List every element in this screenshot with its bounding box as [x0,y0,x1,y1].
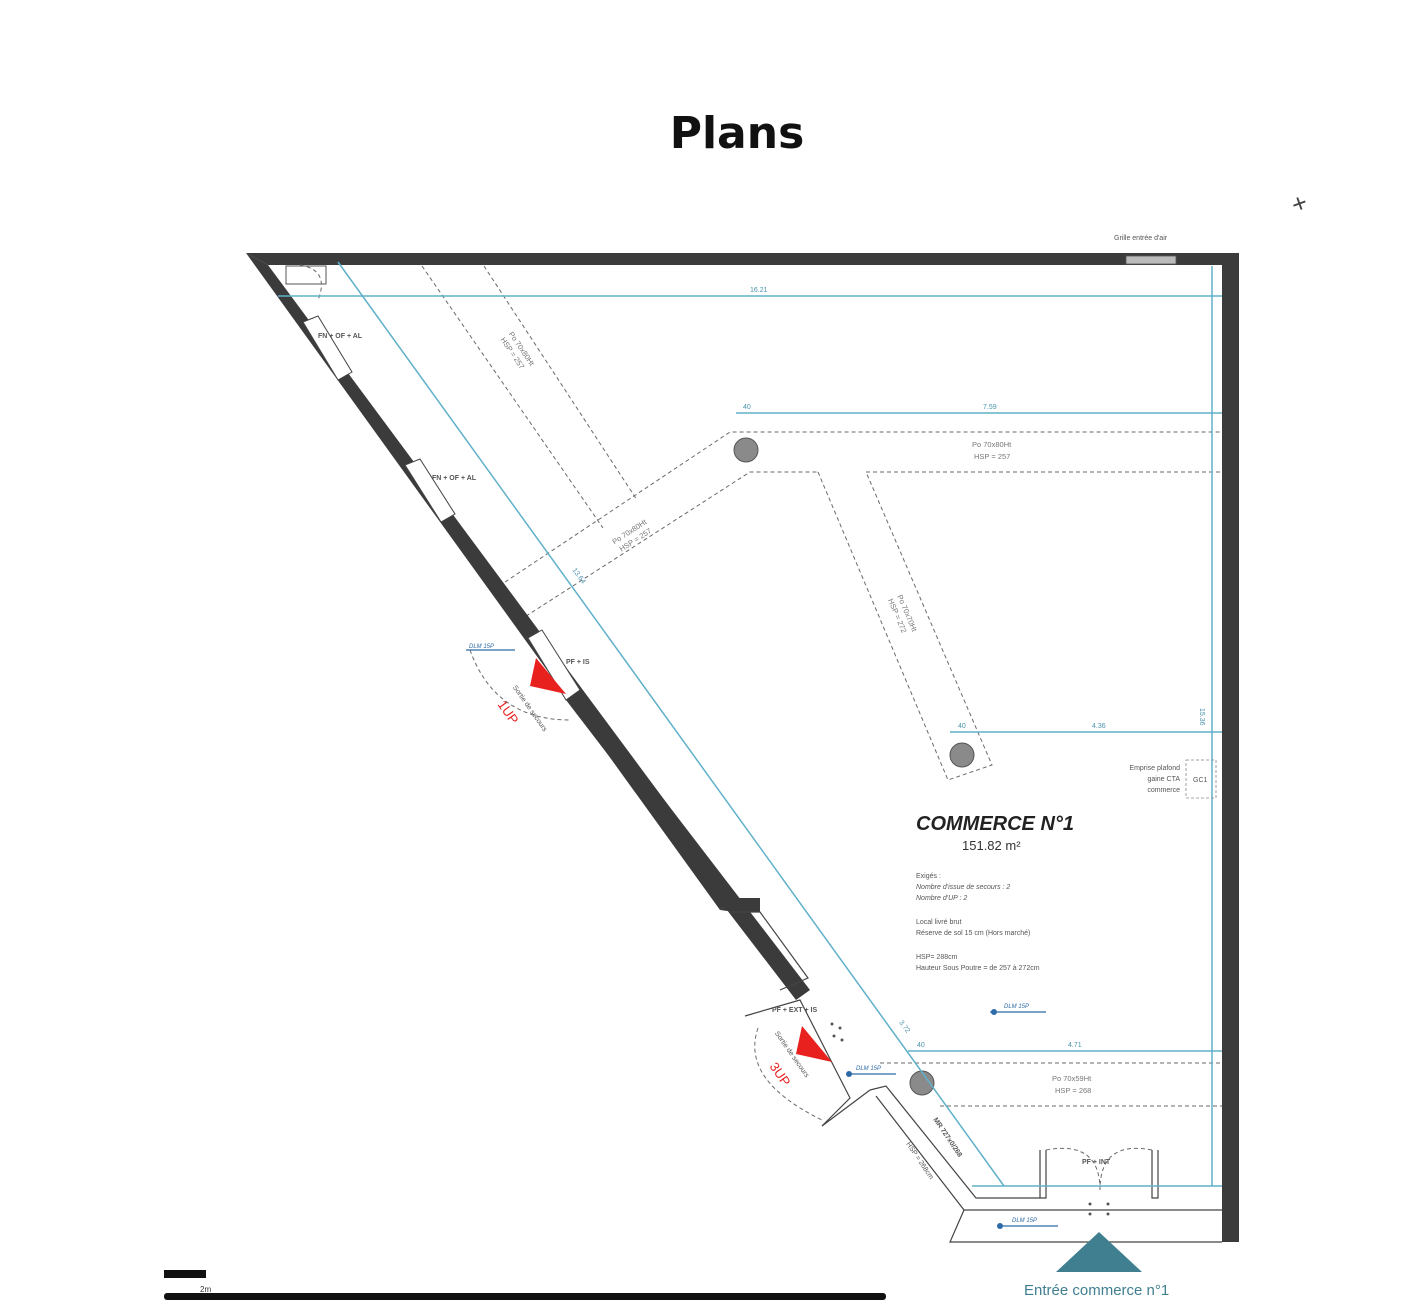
extinguisher-icon [997,1223,1003,1229]
ceiling-note: Emprise plafond gaine CTA commerce GC1 [1129,759,1217,799]
entrance-arrow-icon [1056,1232,1142,1272]
exit-1-label: PF + IS [566,659,590,666]
dimension-lines: 16.21 40 7.59 40 4.36 40 4.71 15.36 13.6… [278,261,1222,1187]
beam-2-edge-b [519,471,818,621]
dim-top: 16.21 [750,287,768,294]
exit-1-text: Sortie de secours [511,684,548,733]
walls [246,253,1239,1243]
ceiling-code: GC1 [1193,777,1208,784]
room-note-1: Exigés : [916,873,941,880]
dim-beam3-col: 40 [917,1042,925,1049]
wall-top [246,253,1239,265]
exit-arrow-icon [530,658,566,694]
svg-text:gaine CTA: gaine CTA [1147,776,1180,783]
beam-1-edge-b [483,265,638,501]
dim-beam1-len: 7.59 [983,404,997,411]
room-note-2: Nombre d'issue de secours : 2 [916,884,1010,891]
air-grille-label: Grille entrée d'air [1114,235,1168,242]
storefront-inner [875,1095,1222,1211]
window-2 [404,458,456,523]
column-2 [949,742,975,768]
page-title: Plans [669,108,805,159]
exit-1-swing [469,649,571,721]
beam-horizontal-height: HSP = 257 [974,452,1010,461]
room-note-6: HSP= 288cm [916,954,958,961]
column-1 [733,437,759,463]
exit-2-label: PF + EXT + IS [772,1007,817,1014]
dim-beam1-col: 40 [743,404,751,411]
beam-horizontal-label: Po 70x80Ht [972,440,1012,449]
beam-5-label: Po 70x59Ht [1052,1074,1092,1083]
dim-beam2-col: 40 [958,723,966,730]
fire-tag-3: DLM 15P [856,1066,881,1072]
north-arrow-icon: + [1287,187,1312,220]
wall-diagonal-mid [566,690,810,1000]
svg-text:Emprise plafond: Emprise plafond [1129,765,1180,772]
air-grille [1125,255,1177,265]
extinguisher-icon [846,1071,852,1077]
room-note-7: Hauteur Sous Poutre = de 257 à 272cm [916,965,1040,972]
recess [730,911,809,991]
dim-right: 15.36 [1198,708,1205,726]
beam-5-height: HSP = 268 [1055,1086,1091,1095]
room-block: COMMERCE N°1 151.82 m² Exigés : Nombre d… [916,813,1074,972]
fire-tag-4: DLM 15P [1012,1218,1037,1224]
page-edge [164,1293,886,1300]
scale-bar [164,1270,206,1278]
exit-1-up: 1UP [495,697,522,726]
beam-3-outline [817,471,993,781]
window-1 [302,315,353,381]
svg-text:commerce: commerce [1147,787,1180,794]
fire-tag-2: DLM 15P [1004,1004,1029,1010]
exit-arrow-icon [796,1026,832,1062]
storefront-hsp: HSP = 268cm [904,1141,934,1181]
beam-1-edge-a [421,265,604,529]
room-area: 151.82 m² [962,838,1021,853]
room-note-3: Nombre d'UP : 2 [916,895,967,902]
dim-beam2-len: 4.36 [1092,723,1106,730]
dim-diagonal-line [337,261,1005,1187]
exit-2-frame [744,999,851,1127]
beam-2-edge-a [504,431,1222,583]
front-door [1039,1147,1159,1199]
dim-diagonal-end: 3.72 [897,1019,911,1034]
room-note-4: Local livré brut [916,919,962,926]
room-name: COMMERCE N°1 [916,813,1074,835]
window-1-label: FN + OF + AL [318,333,363,340]
dim-beam3-len: 4.71 [1068,1042,1082,1049]
wall-right [1222,253,1239,1242]
dim-diagonal: 13.64 [570,567,586,585]
beam-outlines [421,265,1222,1107]
wall-bottom [949,1209,1222,1243]
extinguisher-icon [991,1009,997,1015]
corner-shaft [285,265,327,285]
exit-2-sill [821,1089,871,1127]
corner-swing [299,264,322,301]
entrance-label: Entrée commerce n°1 [1024,1282,1169,1299]
columns [733,437,975,1096]
fire-tag-1: DLM 15P [469,644,494,650]
storefront-outer [869,1085,1040,1199]
exit-2-up: 3UP [767,1059,794,1088]
front-door-label: PF + INT [1082,1159,1111,1166]
exit-2-swing [754,1027,823,1121]
room-note-5: Réserve de sol 15 cm (Hors marché) [916,930,1030,937]
scale-label: 2m [200,1285,211,1294]
window-2-label: FN + OF + AL [432,475,477,482]
